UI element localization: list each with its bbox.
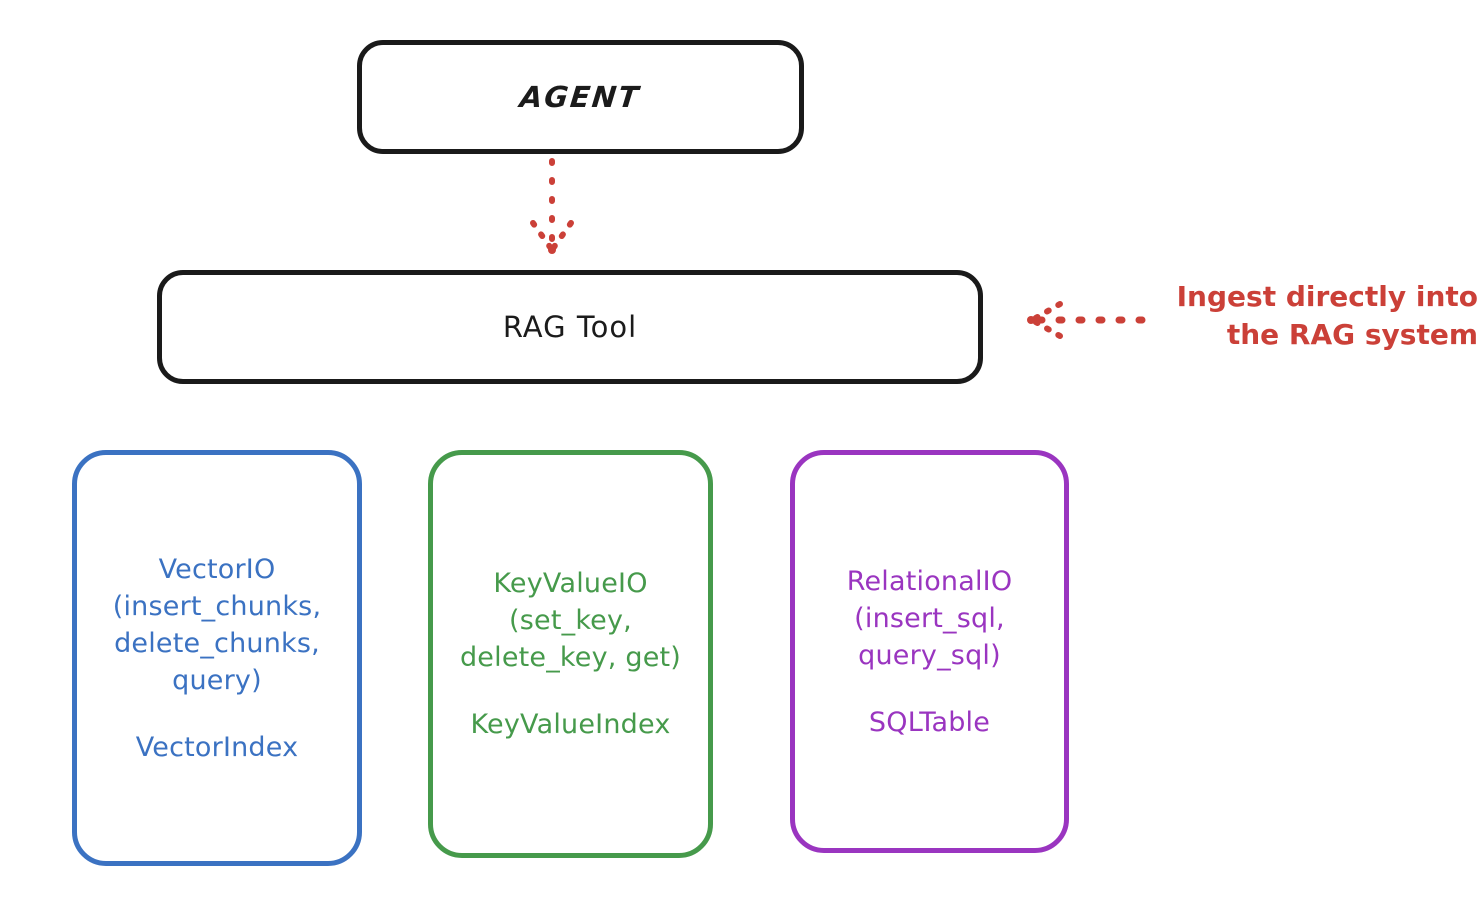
node-relational-io[interactable]: RelationalIO (insert_sql, query_sql) SQL… xyxy=(790,450,1069,853)
node-relational-io-interface: RelationalIO (insert_sql, query_sql) xyxy=(846,565,1013,671)
arrow-ingest-to-rag-tool xyxy=(1027,301,1146,339)
node-vector-io[interactable]: VectorIO (insert_chunks, delete_chunks, … xyxy=(72,450,362,866)
node-vector-io-index: VectorIndex xyxy=(135,731,299,763)
node-agent-label: AGENT xyxy=(518,80,643,114)
node-key-value-io-index: KeyValueIndex xyxy=(470,709,671,740)
annotation-ingest-text: Ingest directly into the RAG system xyxy=(1176,280,1478,351)
node-vector-io-interface: VectorIO (insert_chunks, delete_chunks, … xyxy=(112,553,322,696)
node-rag-tool[interactable]: RAG Tool xyxy=(157,270,983,384)
node-relational-io-index: SQLTable xyxy=(868,706,991,738)
node-agent[interactable]: AGENT xyxy=(357,40,804,154)
arrow-agent-to-rag-tool xyxy=(530,158,574,254)
node-key-value-io[interactable]: KeyValueIO (set_key, delete_key, get) Ke… xyxy=(428,450,713,858)
node-rag-tool-label: RAG Tool xyxy=(502,310,638,344)
node-key-value-io-interface: KeyValueIO (set_key, delete_key, get) xyxy=(459,568,682,673)
